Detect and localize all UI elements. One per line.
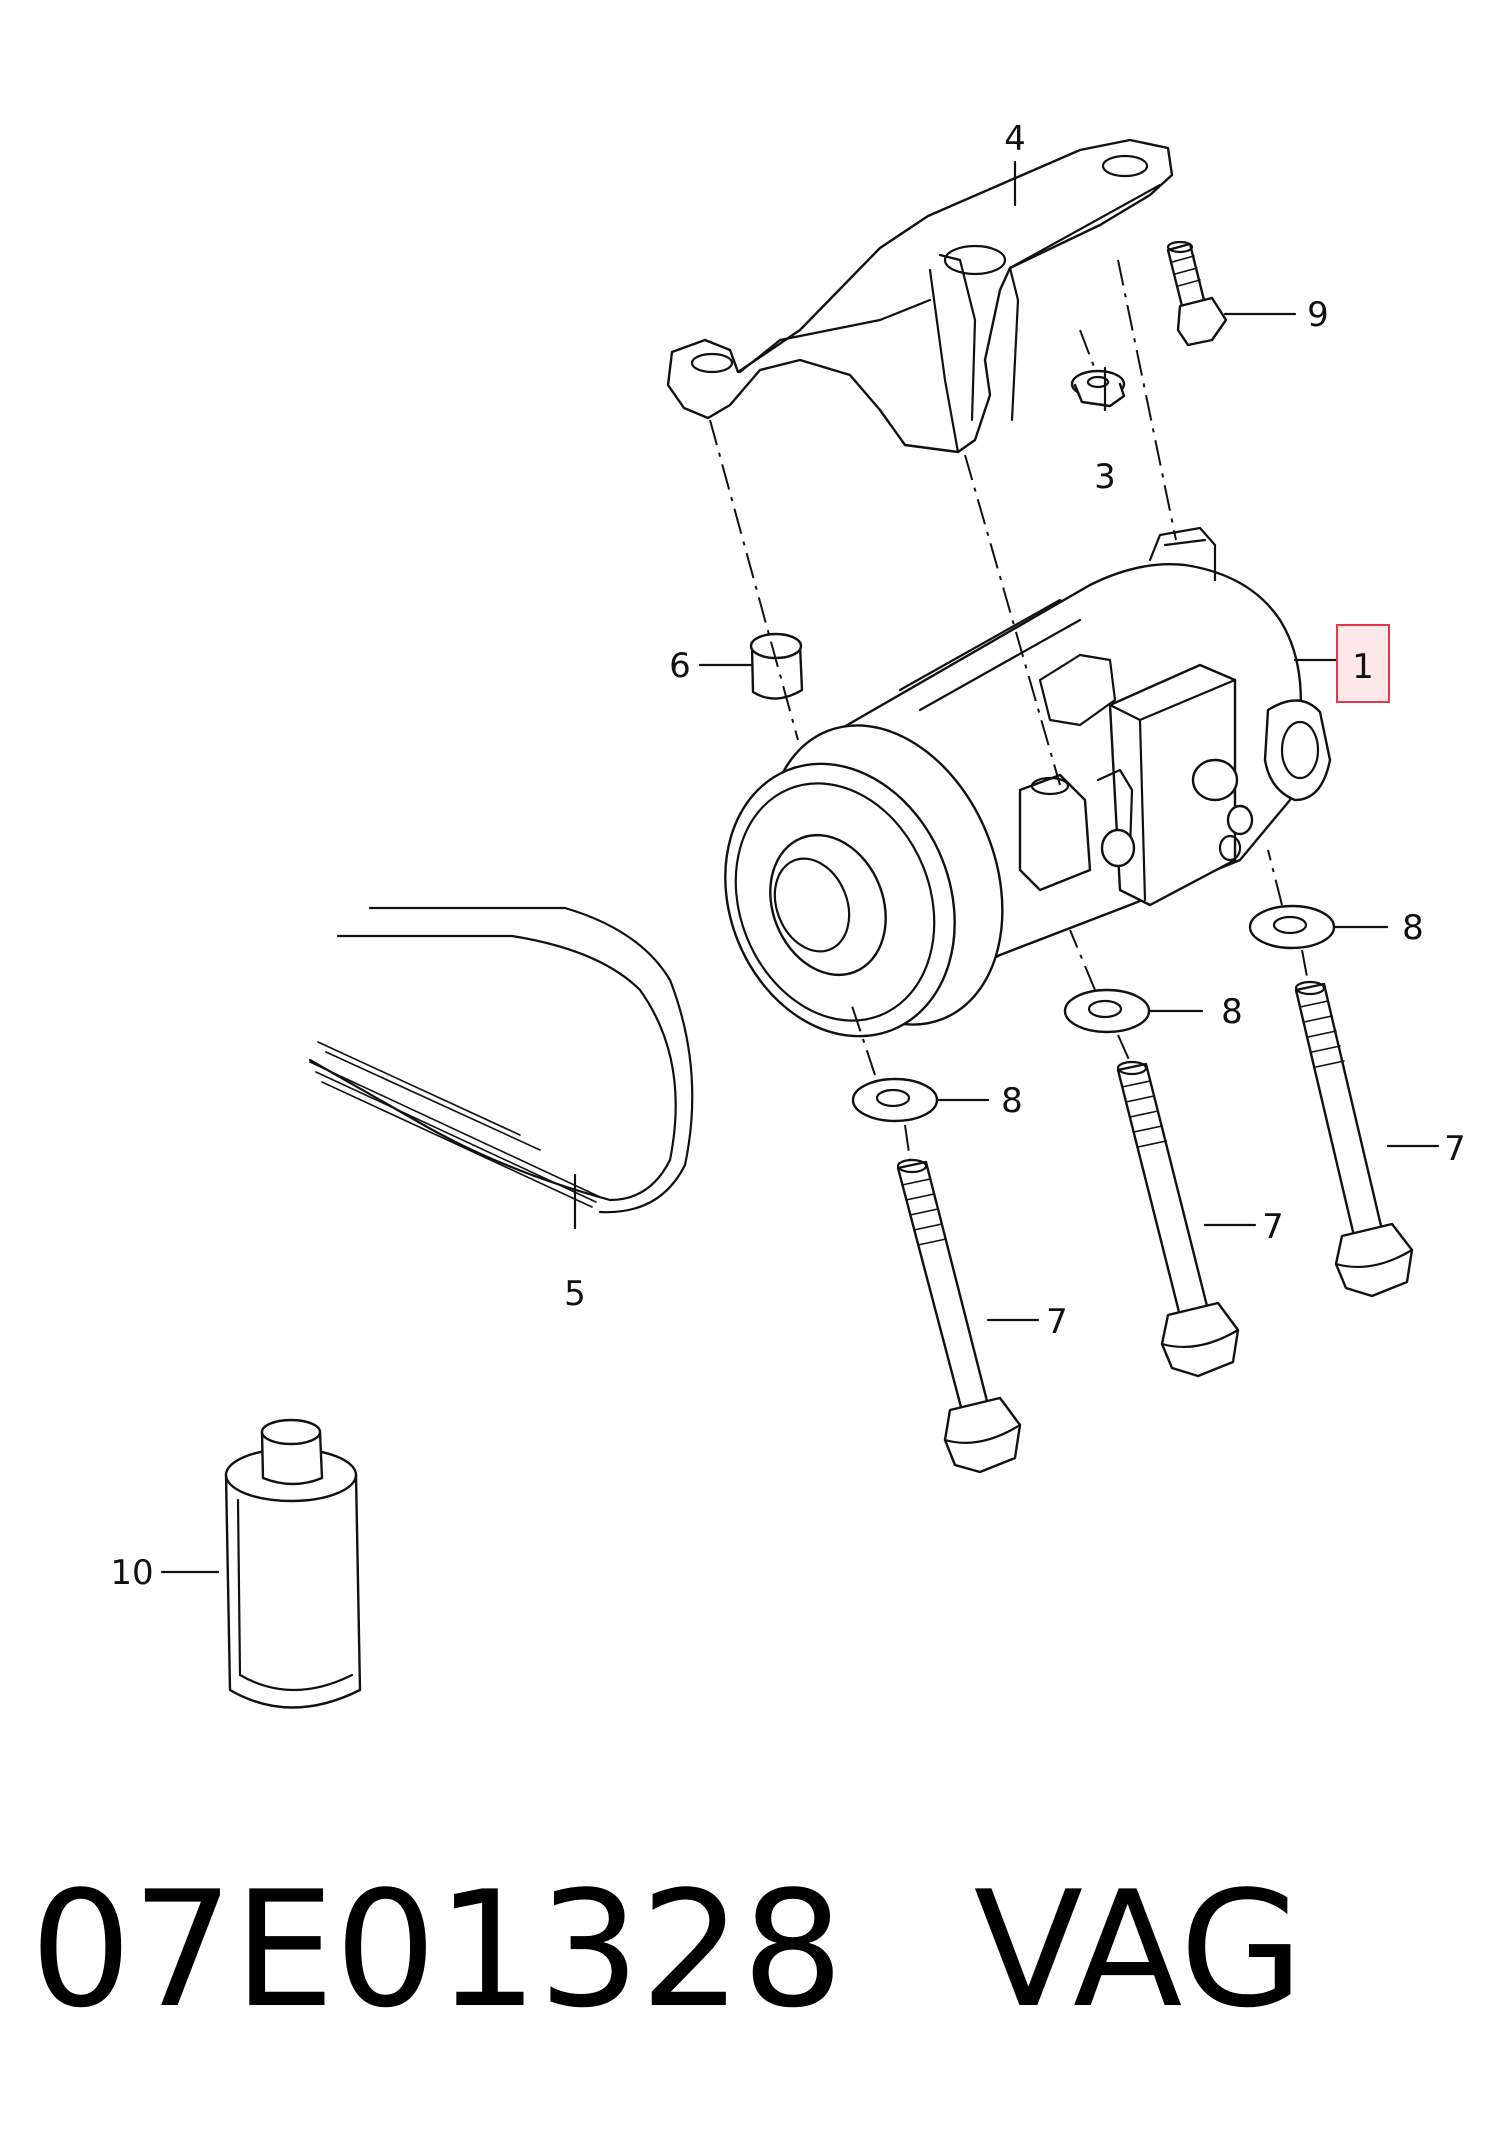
callout-9[interactable]: 9 [1307, 295, 1329, 335]
washer-8a [851, 1077, 939, 1123]
part-number: 07E01328 [30, 1856, 844, 2043]
washer-8c [1248, 904, 1336, 950]
callout-1[interactable]: 1 [1352, 647, 1374, 687]
callout-6[interactable]: 6 [669, 646, 691, 686]
bolt-9 [1166, 240, 1228, 347]
callout-5[interactable]: 5 [564, 1274, 586, 1314]
callout-10[interactable]: 10 [110, 1553, 153, 1593]
bolt-7c [1294, 980, 1414, 1298]
ac-compressor [724, 526, 1332, 1038]
nut-3 [1070, 369, 1126, 408]
part-caption: 07E01328 VAG [30, 1850, 1490, 2050]
bolt-7b [1116, 1060, 1240, 1378]
callout-labels: 1 3 4 5 6 7 7 7 8 8 8 9 10 [110, 119, 1465, 1593]
callout-7a[interactable]: 7 [1046, 1302, 1068, 1342]
callout-8a[interactable]: 8 [1001, 1081, 1023, 1121]
ribbed-belt [308, 906, 694, 1214]
callout-4[interactable]: 4 [1004, 119, 1026, 159]
washer-8b [1063, 988, 1151, 1034]
callout-7b[interactable]: 7 [1262, 1207, 1284, 1247]
oil-canister-10 [224, 1418, 362, 1709]
bolt-7a [896, 1158, 1022, 1474]
sleeve-6 [749, 632, 804, 700]
callout-7c[interactable]: 7 [1444, 1129, 1466, 1169]
callout-8c[interactable]: 8 [1402, 908, 1424, 948]
leader-lines [160, 160, 1440, 1574]
callout-8b[interactable]: 8 [1221, 992, 1243, 1032]
brand-name: VAG [973, 1856, 1304, 2043]
assembly-guide-lines [709, 259, 1309, 1161]
callout-1-highlight [1336, 624, 1390, 703]
mounting-bracket [666, 138, 1174, 454]
callout-3[interactable]: 3 [1094, 457, 1116, 497]
